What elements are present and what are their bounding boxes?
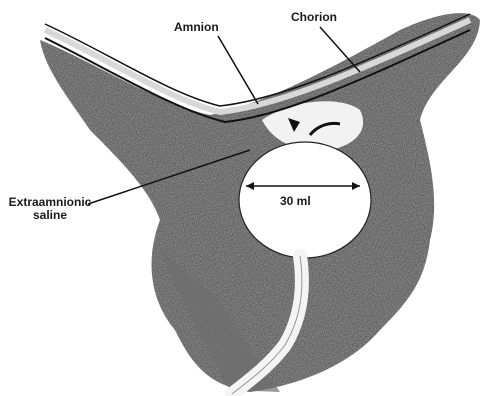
volume-label: 30 ml bbox=[280, 195, 311, 208]
amnion-label: Amnion bbox=[174, 21, 219, 34]
extraamnionic-label-line2: saline bbox=[4, 209, 96, 222]
chorion-label: Chorion bbox=[291, 11, 337, 24]
extraamnionic-saline-label: Extraamnionic saline bbox=[4, 196, 96, 222]
amnion-leader bbox=[218, 36, 258, 104]
